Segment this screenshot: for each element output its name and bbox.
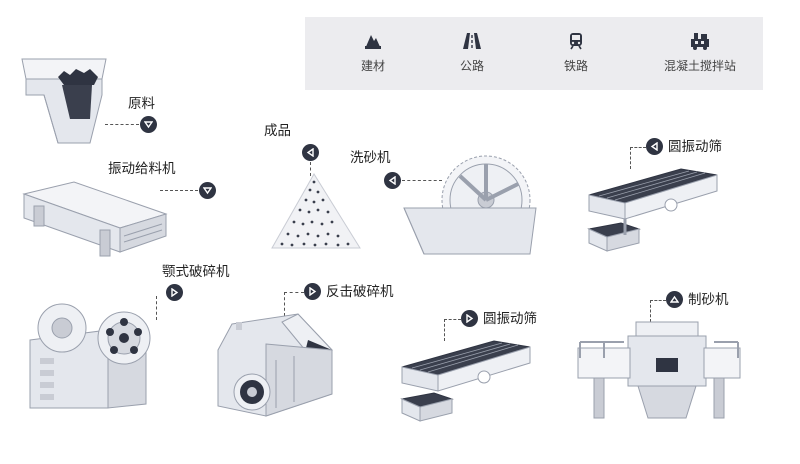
legend-item-railway[interactable]: 铁路 (531, 31, 621, 74)
leader-line (444, 319, 461, 320)
impact-crusher-machine (217, 313, 333, 417)
label-finished-product: 成品 (264, 123, 291, 139)
vibrating-feeder-machine (22, 181, 168, 257)
chevron-down-icon (144, 121, 153, 129)
chevron-right-icon (171, 288, 179, 297)
leader-line (105, 124, 139, 125)
jaw-crusher-machine (29, 303, 151, 409)
finished-product-pile (271, 173, 361, 249)
leader-line (650, 300, 651, 322)
legend-label: 建材 (360, 59, 385, 73)
leader-line (630, 147, 631, 169)
legend-item-building-materials[interactable]: 建材 (328, 31, 418, 74)
chevron-down-icon (203, 187, 212, 195)
label-impact-crusher: 反击破碎机 (326, 284, 394, 300)
circular-screen-bottom-machine (400, 340, 531, 422)
chevron-right-icon (466, 314, 474, 323)
marker-raw-material[interactable] (140, 116, 157, 133)
marker-vibrating-feeder[interactable] (199, 182, 216, 199)
marker-jaw-crusher[interactable] (166, 284, 183, 301)
train-icon (531, 31, 621, 53)
label-vibrating-feeder: 振动给料机 (108, 161, 176, 177)
legend-item-highway[interactable]: 公路 (427, 31, 517, 74)
leader-line (284, 292, 304, 293)
building-materials-icon (328, 31, 418, 53)
legend-label: 混凝土搅拌站 (663, 59, 736, 73)
label-raw-material: 原料 (128, 96, 155, 112)
marker-sand-washer[interactable] (384, 172, 401, 189)
application-legend: 建材 公路 铁路 混凝土搅拌站 (305, 17, 763, 90)
marker-sand-maker[interactable] (666, 291, 683, 308)
highway-icon (427, 31, 517, 53)
sand-maker-machine (577, 321, 741, 419)
chevron-right-icon (309, 287, 317, 296)
leader-line (630, 147, 646, 148)
marker-finished-product[interactable] (302, 144, 319, 161)
leader-line (650, 300, 666, 301)
label-sand-washer: 洗砂机 (350, 150, 391, 166)
leader-line (444, 319, 445, 341)
leader-line (160, 190, 198, 191)
marker-impact-crusher[interactable] (304, 283, 321, 300)
chevron-left-icon (388, 176, 396, 185)
marker-circular-screen-bottom[interactable] (461, 310, 478, 327)
legend-label: 公路 (459, 59, 484, 73)
leader-line (310, 162, 311, 176)
legend-item-concrete-mixing[interactable]: 混凝土搅拌站 (645, 31, 755, 74)
chevron-left-icon (306, 148, 314, 157)
concrete-mixer-icon (645, 31, 755, 53)
legend-label: 铁路 (563, 59, 588, 73)
marker-circular-screen-top[interactable] (646, 138, 663, 155)
leader-line (402, 180, 442, 181)
chevron-left-icon (650, 142, 658, 151)
circular-screen-top-machine (587, 168, 718, 252)
label-sand-maker: 制砂机 (688, 292, 729, 308)
label-jaw-crusher: 颚式破碎机 (162, 264, 230, 280)
sand-washer-machine (403, 155, 537, 255)
raw-material-hopper (21, 58, 107, 144)
label-circular-screen-top: 圆振动筛 (668, 139, 722, 155)
leader-line (284, 292, 285, 316)
leader-line (156, 296, 157, 320)
chevron-up-icon (670, 295, 679, 303)
label-circular-screen-bottom: 圆振动筛 (483, 311, 537, 327)
